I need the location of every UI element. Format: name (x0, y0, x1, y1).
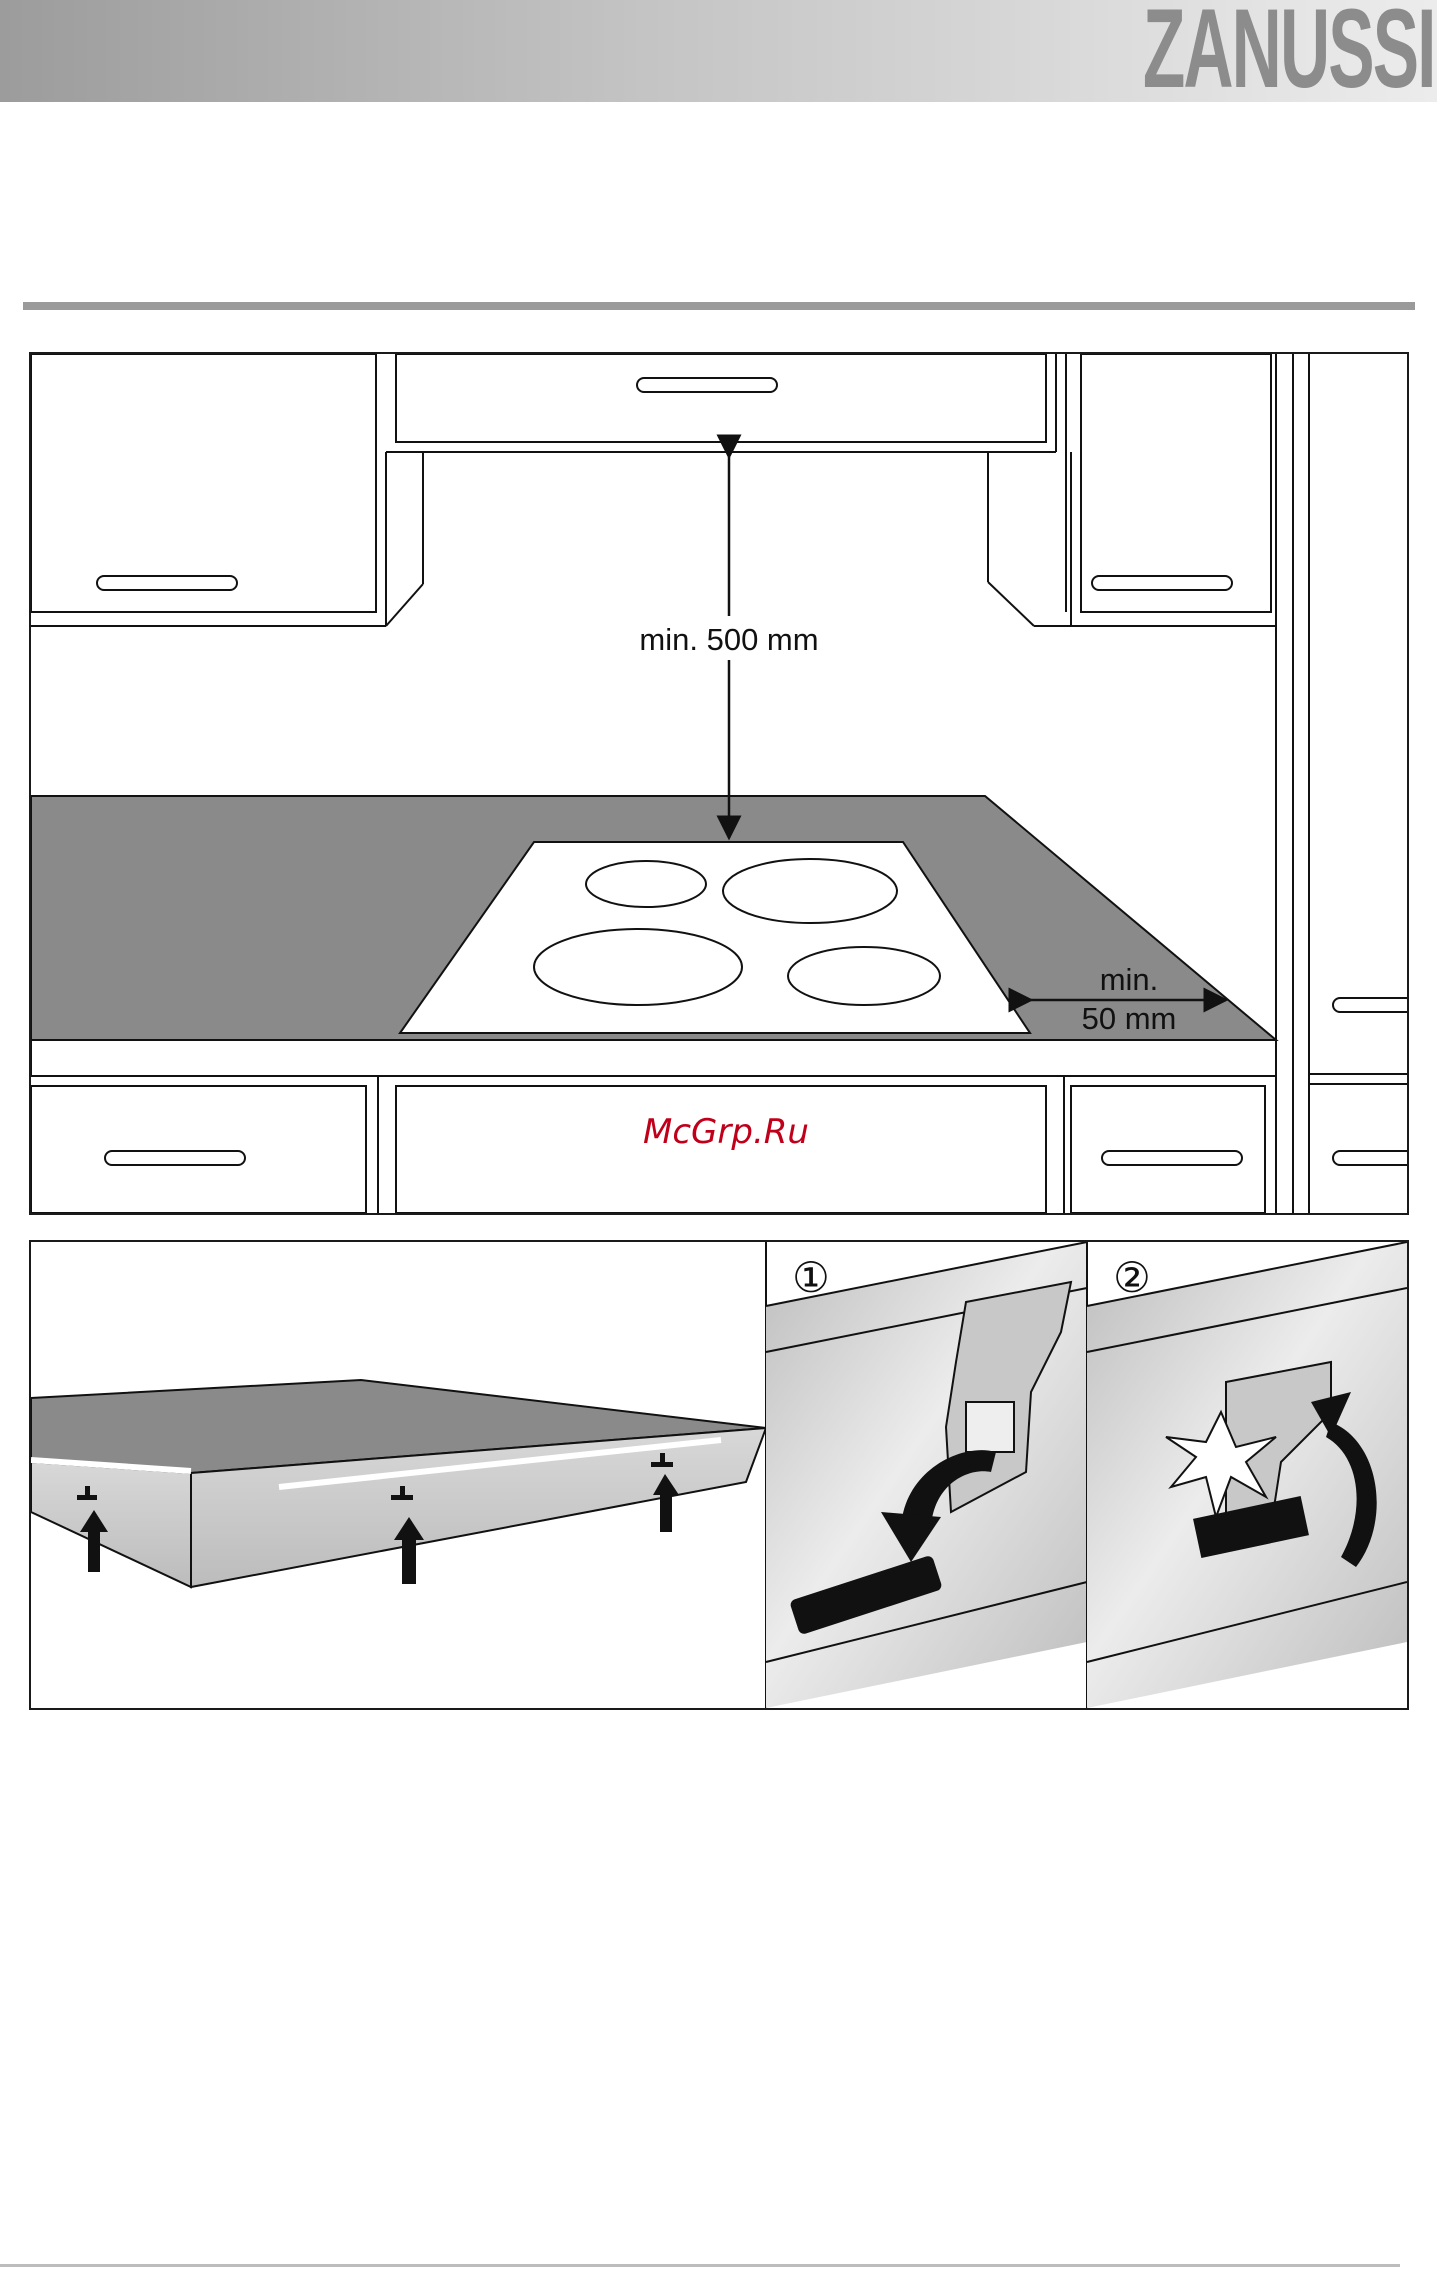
side-gap-label-line2: 50 mm (1082, 1001, 1177, 1036)
upper-right-cabinet (1081, 354, 1271, 612)
cabinet-handle (97, 576, 237, 590)
clips-illustration: ① ② (31, 1242, 1407, 1708)
cabinet-handle (1102, 1151, 1242, 1165)
cabinet-handle (1092, 576, 1232, 590)
cooking-zone (788, 947, 940, 1005)
section-divider (23, 302, 1415, 310)
lower-right-drawer (1071, 1086, 1265, 1213)
cabinet-handle (637, 378, 777, 392)
mounting-clips-figure: ① ② (29, 1240, 1409, 1710)
step-one-label: ① (792, 1254, 830, 1301)
cooking-zone (534, 929, 742, 1005)
lower-left-drawer (31, 1086, 366, 1213)
clip-step-two: ② (1087, 1242, 1407, 1708)
brand-logo: ZANUSSI (1143, 0, 1435, 104)
step-two-label: ② (1113, 1254, 1151, 1301)
cabinet-handle (1333, 1151, 1407, 1165)
hood-cabinet (396, 354, 1046, 442)
side-gap-label-line1: min. (1100, 962, 1159, 997)
hob-underside (31, 1380, 766, 1587)
cabinet-handle (1333, 998, 1407, 1012)
kitchen-illustration: min. 500 mm min. 50 mm McGrp.Ru (31, 354, 1407, 1213)
kitchen-clearance-figure: min. 500 mm min. 50 mm McGrp.Ru (29, 352, 1409, 1215)
clip-step-one: ① (766, 1242, 1087, 1708)
watermark: McGrp.Ru (643, 1112, 809, 1152)
cabinet-handle (105, 1151, 245, 1165)
cooking-zone (723, 859, 897, 923)
cooking-zone (586, 861, 706, 907)
upper-left-cabinet (31, 354, 376, 612)
footer-rule (0, 2264, 1400, 2267)
header-bar: ZANUSSI (0, 0, 1437, 102)
countertop-edge (31, 1040, 1276, 1076)
clearance-label: min. 500 mm (639, 622, 818, 657)
